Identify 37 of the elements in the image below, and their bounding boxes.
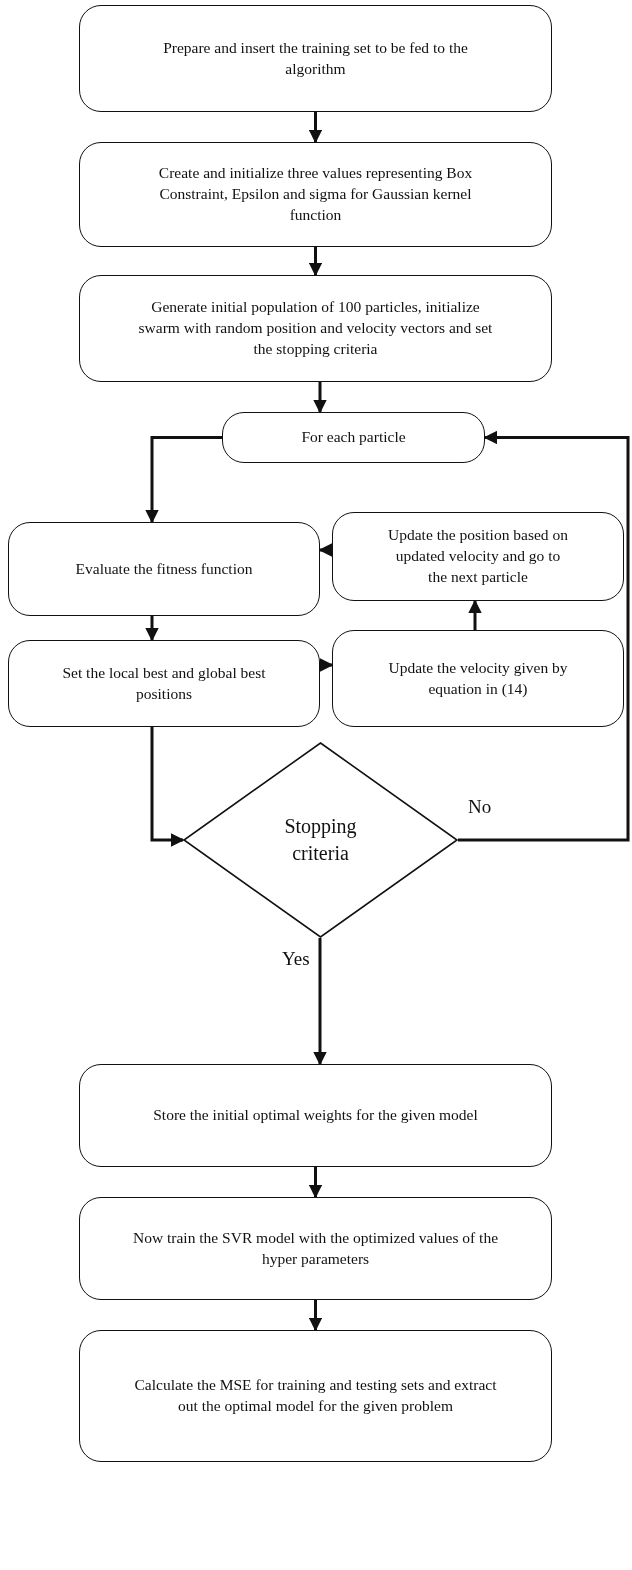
arrow	[150, 727, 185, 847]
node-text: Prepare and insert the training set to be fed to the algorithm	[162, 37, 469, 79]
node-text: Create and initialize three values representing Box Constraint, Epsilon and sigma for Gaussian kernel function	[157, 163, 474, 225]
process-box	[79, 142, 552, 247]
node-text: Generate initial population of 100 particles, initialize swarm with random position and velocity vectors and set the stopping criteria	[137, 297, 494, 359]
node-text: For each particle	[301, 427, 406, 448]
process-box	[79, 1064, 552, 1167]
process-box	[79, 5, 552, 112]
node-text: Set the local best and global best positions	[61, 662, 267, 704]
arrow	[458, 430, 630, 842]
process-box	[79, 275, 552, 382]
process-box	[332, 630, 624, 727]
node-text: Evaluate the fitness function	[75, 558, 253, 579]
arrow	[308, 1300, 323, 1332]
arrow	[319, 658, 334, 672]
node-text: Now train the SVR model with the optimized values of the hyper parameters	[132, 1227, 499, 1269]
arrow	[313, 938, 327, 1066]
node-text: Update the position based on updated velocity and go to the next particle	[387, 525, 569, 587]
arrow	[468, 599, 482, 630]
process-box	[8, 522, 320, 616]
arrow	[308, 112, 323, 144]
process-box	[332, 512, 624, 601]
process-box	[79, 1197, 552, 1300]
process-box	[8, 640, 320, 727]
process-box	[222, 412, 485, 463]
arrow	[318, 543, 333, 557]
arrow	[308, 1167, 323, 1199]
decision-diamond	[183, 742, 458, 938]
node-text: Store the initial optimal weights for the given model	[153, 1105, 478, 1126]
arrow	[308, 247, 323, 277]
node-text: Update the velocity given by equation in (14)	[387, 657, 569, 699]
process-box	[79, 1330, 552, 1462]
node-text: Stopping criteria	[283, 814, 358, 866]
arrow	[313, 382, 327, 414]
node-text: Calculate the MSE for training and testing sets and extract out the optimal model for the given problem	[133, 1375, 498, 1416]
arrow	[145, 436, 222, 524]
arrow	[145, 616, 159, 642]
